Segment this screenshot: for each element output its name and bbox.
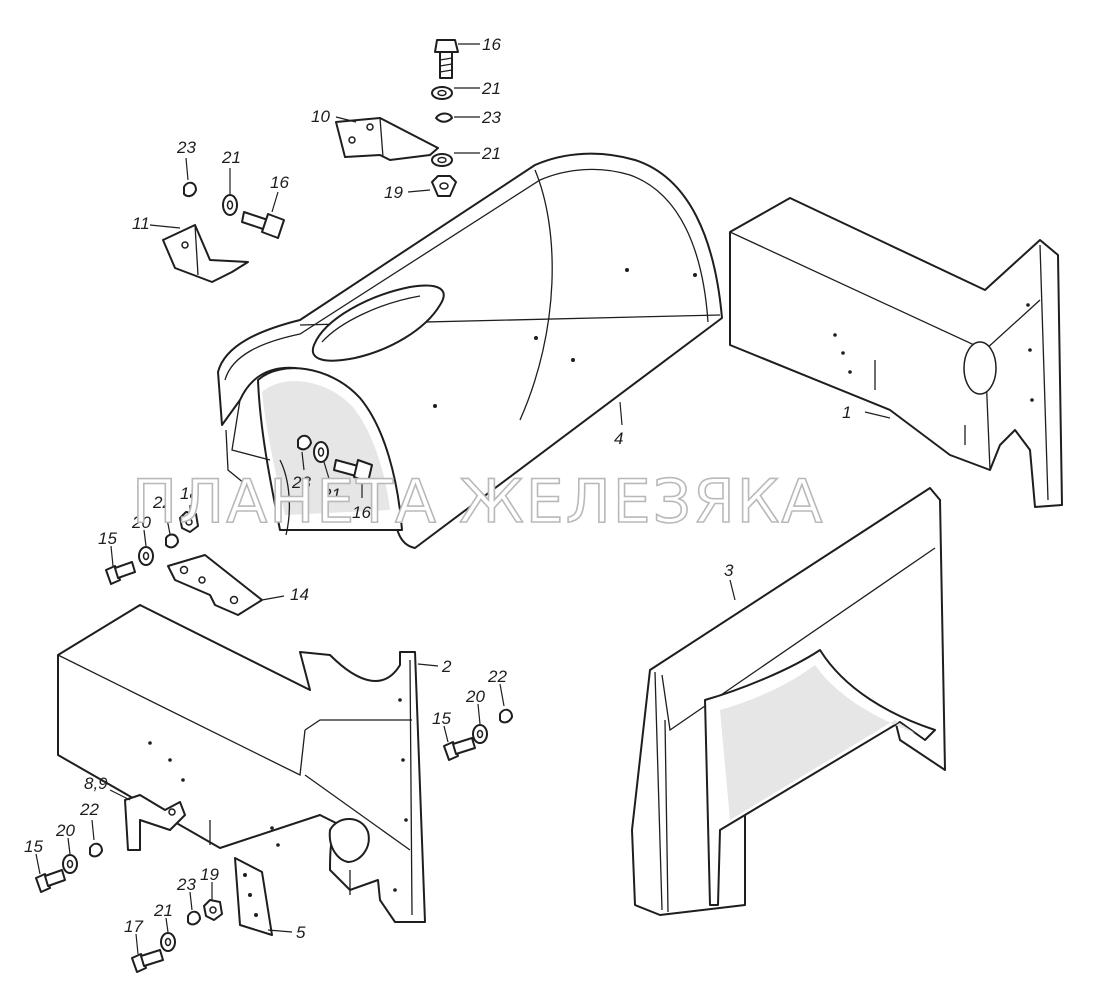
washer-21-top-b: [431, 153, 453, 167]
callout-23-top: 23: [481, 108, 501, 127]
callout-18: 18: [180, 484, 199, 503]
callout-15-right: 15: [432, 709, 451, 728]
callout-1: 1: [842, 403, 851, 422]
part-2-left-panel: [57, 604, 426, 923]
callout-20-upper: 20: [131, 513, 151, 532]
lockwasher-22-right: [499, 708, 513, 724]
callout-16-cover: 16: [352, 503, 371, 522]
bolt-17: [131, 949, 164, 973]
callout-23-left: 23: [176, 138, 196, 157]
part-4-engine-cover: [217, 152, 723, 549]
washer-20-right: [472, 724, 488, 744]
bolt-16-top: [434, 39, 459, 79]
callout-16-top: 16: [482, 35, 501, 54]
callout-22-upper: 22: [152, 493, 172, 512]
callout-8-9: 8,9: [84, 774, 108, 793]
lockwasher-22-lower: [89, 842, 103, 858]
callout-3: 3: [724, 561, 734, 580]
leader-lines: [35, 43, 891, 955]
washer-21-bottom: [160, 932, 176, 952]
callout-23-cover: 23: [291, 473, 311, 492]
part-1-right-panel: [729, 197, 1063, 508]
washer-20-upper: [138, 546, 154, 566]
nut-18: [179, 511, 199, 533]
part-5-plate: [234, 857, 273, 936]
watermark-text: ПЛАНЕТА ЖЕЛЕЗЯКА: [132, 467, 824, 537]
nut-19-bottom: [203, 899, 223, 921]
callout-16-left: 16: [270, 173, 289, 192]
lockwasher-23-bottom: [187, 910, 201, 926]
callout-17: 17: [124, 917, 143, 936]
callout-19-bottom: 19: [200, 865, 219, 884]
callout-19-top: 19: [384, 183, 403, 202]
bolt-16-left: [241, 211, 285, 239]
bolt-16-cover: [333, 459, 373, 483]
lockwasher-23-cover: [297, 434, 312, 451]
callout-21-bottom: 21: [153, 901, 173, 920]
bolt-15-upper: [105, 561, 136, 585]
bolt-15-right: [443, 737, 476, 761]
callout-10: 10: [311, 107, 330, 126]
callout-21-cover: 21: [321, 485, 341, 504]
bolt-15-lower: [35, 869, 66, 893]
callout-22-right: 22: [487, 667, 507, 686]
lockwasher-23-top: [435, 112, 453, 123]
part-11-bracket: [162, 224, 249, 283]
callout-20-lower: 20: [55, 821, 75, 840]
callout-14: 14: [290, 585, 309, 604]
washer-20-lower: [62, 854, 78, 874]
part-10-bracket: [335, 117, 439, 161]
callout-22-lower: 22: [79, 800, 99, 819]
part-3-rear-panel: [631, 487, 946, 916]
washer-21-left: [222, 194, 238, 216]
callout-21-top-a: 21: [481, 79, 501, 98]
callout-labels: 16 21 23 21 19 10 11 23 21 16 4 1 3 2 14…: [24, 35, 851, 942]
callout-21-left: 21: [221, 148, 241, 167]
nut-19-top: [431, 175, 457, 197]
lockwasher-23-left: [183, 181, 197, 198]
callout-2: 2: [441, 657, 452, 676]
callout-15-lower: 15: [24, 837, 43, 856]
callout-20-right: 20: [465, 687, 485, 706]
part-14-plate: [167, 554, 263, 616]
washer-21-top-a: [431, 86, 453, 100]
callout-5: 5: [296, 923, 306, 942]
washer-21-cover: [313, 441, 329, 463]
part-8-9-bracket: [124, 794, 186, 851]
lockwasher-22-upper: [165, 533, 179, 549]
callout-11: 11: [132, 214, 150, 233]
callout-23-bottom: 23: [176, 875, 196, 894]
callout-21-top-b: 21: [481, 144, 501, 163]
callout-4: 4: [614, 429, 623, 448]
callout-15-upper: 15: [98, 529, 117, 548]
